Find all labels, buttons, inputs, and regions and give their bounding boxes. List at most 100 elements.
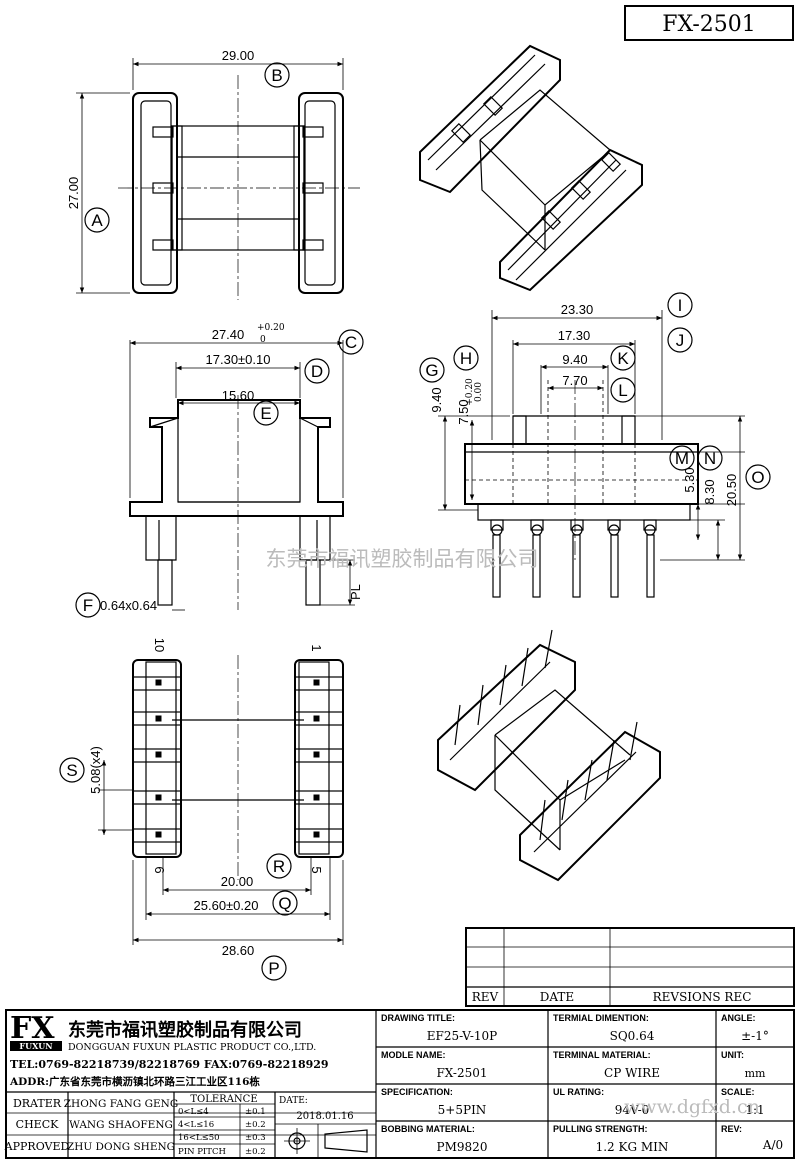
rev: A/0 xyxy=(762,1138,783,1152)
dim-pin-size: 0.64x0.64 xyxy=(100,598,157,613)
watermark-company: 东莞市福讯塑胶制品有限公司 xyxy=(266,547,539,571)
angle-label: ANGLE: xyxy=(721,1013,756,1023)
company-name-en: DONGGUAN FUXUN PLASTIC PRODUCT CO.,LTD. xyxy=(68,1042,316,1053)
term-dim: SQ0.64 xyxy=(610,1029,655,1043)
unit: mm xyxy=(745,1067,766,1080)
pin-label-6: 6 xyxy=(152,866,167,873)
tol-value-2: ±0.2 xyxy=(245,1120,266,1130)
callout-m: M xyxy=(675,449,689,468)
projection-symbol xyxy=(284,1128,368,1154)
callout-h: H xyxy=(460,349,472,368)
watermark-url: www.dgfxd.cn xyxy=(624,1096,760,1118)
company-name-cn: 东莞市福讯塑胶制品有限公司 xyxy=(68,1019,302,1041)
date-label: DATE: xyxy=(279,1096,308,1106)
iso-view-bottom xyxy=(437,629,661,882)
top-view: 29.00 27.00 xyxy=(66,48,360,300)
part-number-box: FX-2501 xyxy=(624,5,794,41)
front-view: 23.30 17.30 9.40 7.70 9.40 7.50 +0.20 0.… xyxy=(429,302,745,598)
dim-front-h2-dn: 0.00 xyxy=(474,382,484,402)
dim-front-w2: 17.30 xyxy=(558,328,591,343)
callout-q: Q xyxy=(278,894,291,913)
dim-bot-w1: 20.00 xyxy=(221,874,254,889)
callout-k: K xyxy=(617,349,629,368)
bobbing-label: BOBBING MATERIAL: xyxy=(381,1124,475,1134)
dim-side-width: 27.40 xyxy=(212,327,245,342)
tol-range-4: PIN PITCH xyxy=(178,1147,226,1157)
part-number: FX-2501 xyxy=(662,12,756,37)
scale: 1:1 xyxy=(745,1103,764,1117)
logo-fx: FX xyxy=(10,1011,55,1046)
callouts: B A C D E F G H I J K L M N O P Q R S xyxy=(59,62,771,981)
dim-pitch: 5.08(x4) xyxy=(88,746,103,794)
rev-label: REV: xyxy=(721,1124,742,1134)
callout-j: J xyxy=(676,331,685,350)
term-mat-label: TERMINAL MATERIAL: xyxy=(553,1050,651,1060)
pin-label-10: 10 xyxy=(152,638,167,652)
tol-range-1: 0<L≤4 xyxy=(178,1107,209,1117)
callout-c: C xyxy=(345,333,357,352)
dim-top-width: 29.00 xyxy=(222,48,255,63)
dim-front-h1: 9.40 xyxy=(429,387,444,412)
callout-b: B xyxy=(271,66,282,85)
dim-front-w3: 9.40 xyxy=(562,352,587,367)
dim-front-w4: 7.70 xyxy=(562,373,587,388)
company-tel: TEL:0769-82218739/82218769 FAX:0769-8221… xyxy=(10,1058,329,1071)
pin-label-1: 1 xyxy=(309,644,324,651)
dim-top-height: 27.00 xyxy=(66,177,81,210)
approved-name: ZHU DONG SHENG xyxy=(67,1141,175,1153)
pull-label: PULLING STRENGTH: xyxy=(553,1124,648,1134)
tol-value-1: ±0.1 xyxy=(245,1107,266,1117)
front-pins xyxy=(490,519,657,598)
angle: ±-1° xyxy=(741,1029,769,1043)
tol-range-3: 16<L≤50 xyxy=(178,1133,220,1143)
tol-value-3: ±0.3 xyxy=(245,1133,266,1143)
approved-label: APPROVED xyxy=(4,1140,70,1153)
drawing-title-label: DRAWING TITLE: xyxy=(381,1013,455,1023)
callout-d: D xyxy=(311,362,323,381)
tol-value-4: ±0.2 xyxy=(245,1147,266,1157)
dim-pl: PL xyxy=(348,584,363,600)
dim-side-tol-dn: 0 xyxy=(260,335,266,345)
dim-side-inner: 17.30±0.10 xyxy=(206,352,271,367)
tol-range-2: 4<L≤16 xyxy=(178,1120,214,1130)
rev-header-rev: REV xyxy=(472,990,499,1004)
callout-l: L xyxy=(618,381,627,400)
callout-s: S xyxy=(66,761,77,780)
model-name: FX-2501 xyxy=(436,1066,487,1080)
dim-front-h2-up: +0.20 xyxy=(465,378,475,406)
dim-bot-w2: 25.60±0.20 xyxy=(194,898,259,913)
bottom-view: 10 1 6 5 5.08(x4) 20.00 25.60±0.20 28.60 xyxy=(88,638,344,958)
logo-fuxun: FUXUN xyxy=(19,1041,52,1051)
side-view: 27.40 +0.20 0 17.30±0.10 15.60 0.64x0.64… xyxy=(100,323,363,613)
drawing-title: EF25-V-10P xyxy=(427,1029,498,1043)
unit-label: UNIT: xyxy=(721,1050,744,1060)
revision-table: REV DATE REVSIONS REC xyxy=(465,927,795,1007)
callout-o: O xyxy=(751,468,764,487)
callout-e: E xyxy=(260,404,271,423)
callout-i: I xyxy=(678,296,683,315)
callout-f: F xyxy=(83,596,93,615)
dim-side-tol-up: +0.20 xyxy=(257,323,285,333)
drater-label: DRATER xyxy=(13,1097,62,1110)
rev-header-date: DATE xyxy=(540,990,574,1004)
dim-front-h5: 20.50 xyxy=(724,474,739,507)
dim-front-w1: 23.30 xyxy=(561,302,594,317)
callout-n: N xyxy=(704,449,716,468)
term-mat: CP WIRE xyxy=(604,1066,660,1080)
date-value: 2018.01.16 xyxy=(296,1111,353,1122)
model-name-label: MODLE NAME: xyxy=(381,1050,446,1060)
bottom-pins xyxy=(132,676,344,843)
callout-p: P xyxy=(268,959,279,978)
spec-label: SPECIFICATION: xyxy=(381,1087,453,1097)
callout-g: G xyxy=(425,361,438,380)
dim-bot-w3: 28.60 xyxy=(222,943,255,958)
ul-rating: 94V-0 xyxy=(615,1103,650,1117)
tolerance-label: TOLERANCE xyxy=(190,1094,257,1105)
term-dim-label: TERMIAL DIMENTION: xyxy=(553,1013,649,1023)
check-name: WANG SHAOFENG xyxy=(69,1119,173,1131)
iso-view-top xyxy=(419,44,643,292)
dim-front-h2: 7.50 xyxy=(456,399,471,424)
scale-label: SCALE: xyxy=(721,1087,755,1097)
pin-label-5: 5 xyxy=(309,866,324,873)
